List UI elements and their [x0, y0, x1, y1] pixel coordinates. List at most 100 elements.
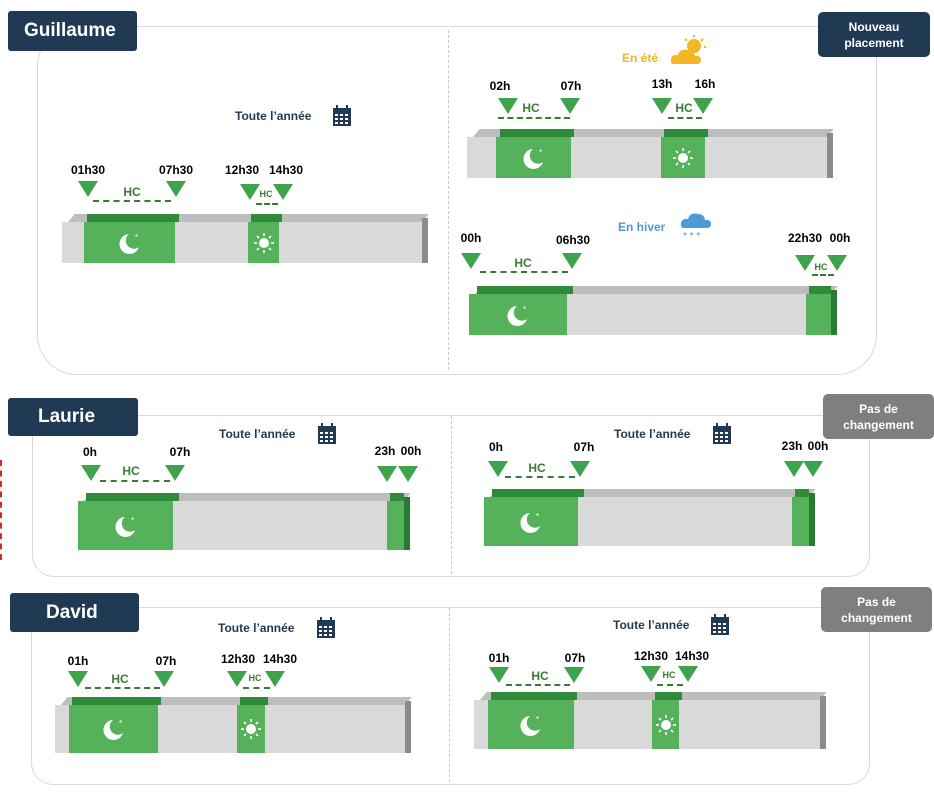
calendar-icon: [317, 617, 335, 638]
marker-triangle: [461, 253, 481, 269]
time-label: 14h30: [268, 163, 304, 177]
badge-line-2: placement: [844, 35, 904, 50]
hc-dashed-line: [480, 271, 568, 273]
marker-triangle: [165, 465, 185, 481]
badge-line-1: Pas de: [859, 401, 898, 416]
timeline-bar: *: [469, 286, 838, 335]
period-label: Toute l’année: [613, 618, 690, 632]
hc-label: HC: [529, 669, 551, 683]
offpeak-day-segment: [661, 137, 705, 178]
marker-triangle: [166, 181, 186, 197]
sun-icon: [673, 147, 693, 168]
time-label: 12h30: [220, 652, 256, 666]
svg-text:* * *: * * *: [683, 231, 700, 240]
edge-mark: [0, 460, 4, 560]
marker-triangle: [81, 465, 101, 481]
time-label: 01h: [488, 651, 510, 665]
period-label: Toute l’année: [235, 109, 312, 123]
moon-icon: *: [102, 719, 123, 740]
moon-icon: *: [520, 715, 540, 736]
marker-triangle: [154, 671, 174, 687]
timeline-bar: *: [62, 214, 429, 263]
laurie-name-tag: Laurie: [8, 398, 138, 436]
offpeak-night-segment: *: [469, 294, 567, 335]
hc-label: HC: [246, 673, 264, 683]
time-label: 06h30: [555, 233, 591, 247]
marker-triangle: [398, 466, 418, 482]
timeline-bar: *: [467, 129, 834, 178]
offpeak-day-segment: [652, 700, 679, 749]
marker-triangle: [693, 98, 713, 114]
timeline-bar: *: [484, 489, 816, 546]
badge-line-1: Pas de: [857, 594, 896, 609]
badge-line-2: changement: [843, 417, 914, 432]
marker-triangle: [78, 181, 98, 197]
hc-label: HC: [120, 464, 142, 478]
nouveau-placement-badge[interactable]: Nouveau placement: [818, 12, 930, 57]
marker-triangle: [784, 461, 804, 477]
marker-triangle: [560, 98, 580, 114]
marker-triangle: [564, 667, 584, 683]
offpeak-night-segment: *: [484, 497, 578, 546]
hc-dashed-line: [668, 117, 702, 119]
hc-label: HC: [673, 101, 695, 115]
pas-de-changement-badge[interactable]: Pas de changement: [823, 394, 934, 439]
moon-icon: *: [522, 148, 543, 169]
time-label: 12h30: [224, 163, 260, 177]
time-label: 00h: [807, 439, 829, 453]
hc-label: HC: [526, 461, 548, 475]
offpeak-night-segment: *: [488, 700, 574, 749]
hc-dashed-line: [100, 480, 170, 482]
moon-icon: *: [520, 512, 540, 533]
hc-dashed-line: [812, 274, 834, 276]
time-label: 01h: [67, 654, 89, 668]
marker-triangle: [678, 666, 698, 682]
sun-icon: [655, 714, 676, 735]
hc-dashed-line: [506, 684, 570, 686]
marker-triangle: [641, 666, 661, 682]
marker-triangle: [273, 184, 293, 200]
time-label: 02h: [489, 79, 511, 93]
badge-line-2: changement: [841, 610, 912, 625]
pas-de-changement-badge[interactable]: Pas de changement: [821, 587, 932, 632]
hc-dashed-line: [657, 684, 683, 686]
time-label: 07h30: [158, 163, 194, 177]
marker-triangle: [489, 667, 509, 683]
marker-triangle: [227, 671, 247, 687]
david-divider: [449, 608, 450, 782]
guillaume-name-tag: Guillaume: [8, 11, 137, 51]
marker-triangle: [652, 98, 672, 114]
hc-dashed-line: [505, 476, 575, 478]
sun-icon: [241, 719, 261, 739]
marker-triangle: [803, 461, 823, 477]
time-label: 00h: [829, 231, 851, 245]
offpeak-day-segment: [237, 705, 265, 753]
snow-cloud-icon: * * *: [680, 213, 711, 240]
time-label: 13h: [651, 77, 673, 91]
time-label: 0h: [82, 445, 98, 459]
sun-cloud-icon: [670, 35, 706, 64]
hc-label: HC: [257, 189, 275, 199]
laurie-divider: [451, 416, 452, 574]
timeline-bar: *: [78, 493, 411, 550]
time-label: 16h: [694, 77, 716, 91]
time-label: 07h: [155, 654, 177, 668]
hc-label: HC: [109, 672, 131, 686]
offpeak-evening-segment: [387, 501, 404, 550]
marker-triangle: [265, 671, 285, 687]
time-label: 12h30: [633, 649, 669, 663]
calendar-icon: [713, 423, 731, 444]
marker-triangle: [827, 255, 847, 271]
svg-text:*: *: [536, 715, 539, 724]
marker-triangle: [498, 98, 518, 114]
time-label: 23h: [374, 444, 396, 458]
time-label: 22h30: [787, 231, 823, 245]
offpeak-evening-segment: [792, 497, 809, 546]
hc-label: HC: [512, 256, 534, 270]
offpeak-night-segment: *: [78, 501, 173, 550]
timeline-bar: *: [55, 697, 412, 753]
time-label: 07h: [573, 440, 595, 454]
hc-dashed-line: [93, 200, 171, 202]
marker-triangle: [68, 671, 88, 687]
period-label: Toute l’année: [219, 427, 296, 441]
